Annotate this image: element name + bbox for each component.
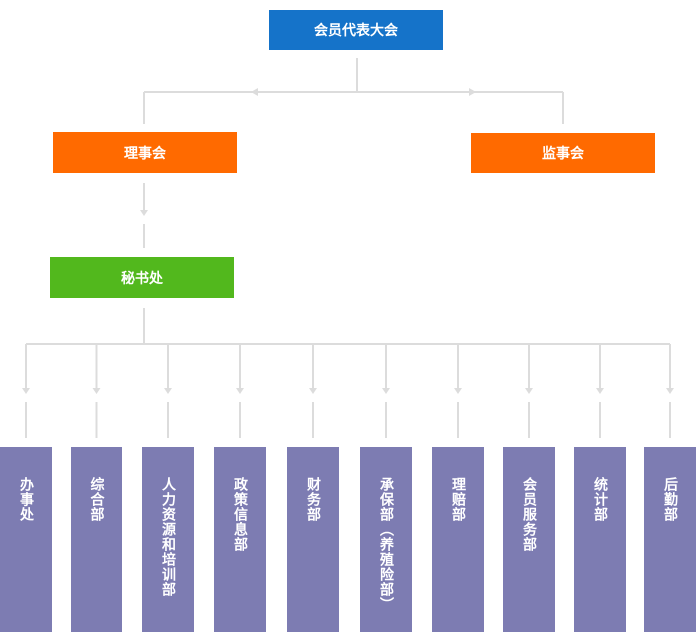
department-label: 承保部（养殖险部）	[378, 477, 394, 612]
board-node: 理事会	[53, 132, 237, 173]
department-label: 综合部	[88, 477, 105, 522]
department-label: 理赔部	[450, 477, 466, 522]
department-label: 统计部	[592, 477, 608, 522]
secretariat-node: 秘书处	[50, 257, 234, 298]
arrow-down-icon	[92, 388, 101, 394]
department-box: 财务部	[287, 447, 339, 632]
arrow-down-icon	[382, 388, 390, 394]
department-label: 后勤部	[662, 477, 678, 522]
arrow-down-icon	[164, 388, 172, 394]
department-label: 政策信息部	[232, 477, 248, 552]
department-box: 政策信息部	[214, 447, 266, 632]
supervisor-node-label: 监事会	[542, 146, 584, 162]
department-box: 人力资源和培训部	[142, 447, 194, 632]
arrow-down-icon	[454, 388, 462, 394]
arrow-down-icon	[22, 388, 30, 394]
department-box: 理赔部	[432, 447, 484, 632]
arrow-right-icon	[469, 88, 476, 96]
department-box: 综合部	[71, 447, 122, 632]
department-box: 后勤部	[644, 447, 696, 632]
department-box: 会员服务部	[503, 447, 555, 632]
arrow-down-icon	[666, 388, 674, 394]
top-node-member-congress: 会员代表大会	[269, 10, 443, 50]
board-node-label: 理事会	[124, 145, 166, 162]
secretariat-node-label: 秘书处	[121, 270, 163, 287]
department-label: 财务部	[305, 477, 321, 522]
department-box: 统计部	[574, 447, 626, 632]
department-label: 办事处	[18, 477, 34, 522]
department-label: 人力资源和培训部	[160, 477, 176, 597]
top-node-label: 会员代表大会	[314, 23, 398, 39]
department-label: 会员服务部	[521, 477, 537, 552]
arrow-down-icon	[596, 388, 604, 394]
arrow-down-icon	[140, 210, 148, 216]
department-box: 承保部（养殖险部）	[360, 447, 412, 632]
supervisor-node: 监事会	[471, 133, 655, 173]
arrow-down-icon	[309, 388, 317, 394]
arrow-down-icon	[236, 388, 244, 394]
arrow-down-icon	[525, 388, 533, 394]
arrow-left-icon	[251, 88, 258, 96]
department-box: 办事处	[0, 447, 52, 632]
